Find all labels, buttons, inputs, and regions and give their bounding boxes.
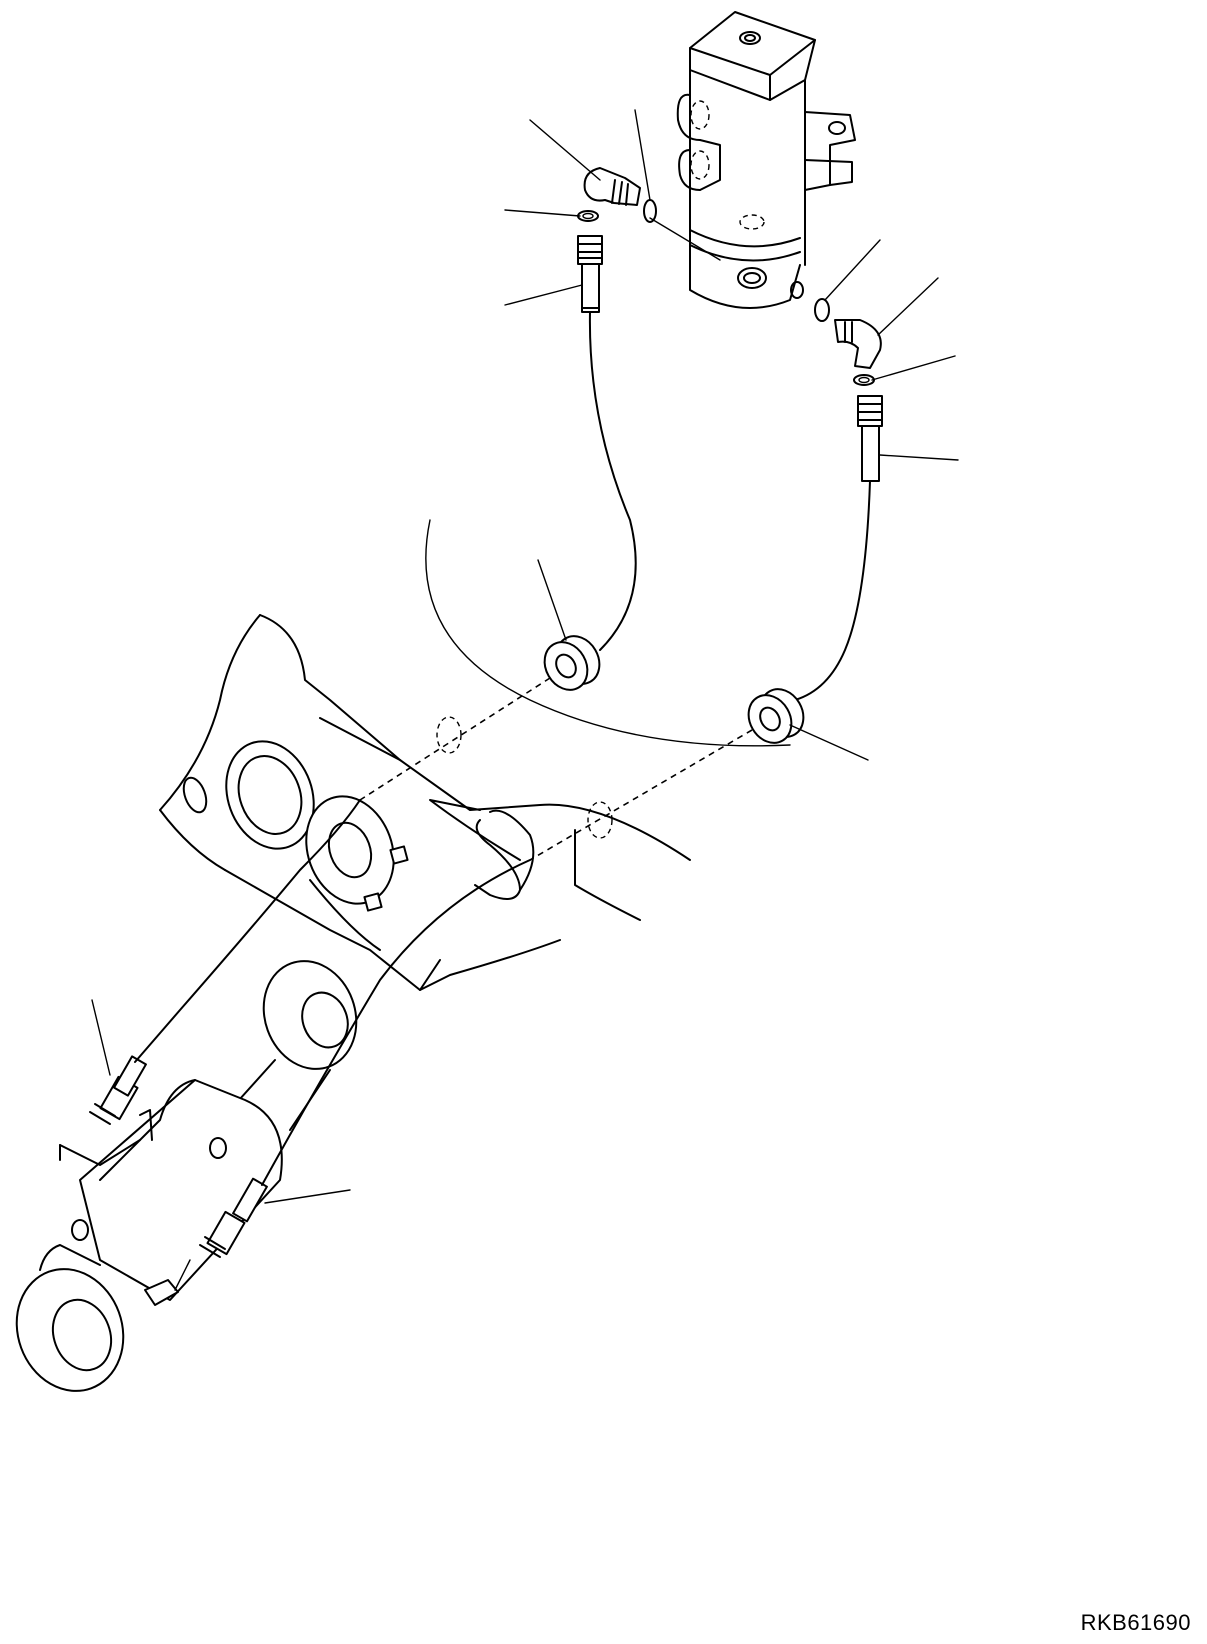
leader-lines — [91, 109, 959, 1204]
boom-frame — [159, 614, 691, 991]
grommet-left — [543, 635, 601, 691]
o-ring-right-lower — [853, 374, 875, 386]
drawing-code-label: RKB61690 — [1080, 1610, 1191, 1635]
boom-reference-arc — [425, 519, 791, 747]
grommet-right — [747, 688, 805, 744]
hose-left — [588, 311, 637, 651]
hose-fitting-right — [857, 395, 883, 482]
cylinder-hose-fitting-lower — [199, 1177, 268, 1258]
hose-right — [794, 480, 871, 701]
cylinder-hose-fitting-upper — [89, 1055, 147, 1125]
elbow-fitting-left — [583, 167, 641, 206]
hose-cylinder-left — [134, 799, 361, 1063]
hose-cylinder-right — [261, 859, 531, 1186]
route-line-right — [529, 729, 753, 861]
o-ring-left-lower — [577, 210, 599, 222]
valve-block — [676, 11, 856, 309]
hydraulic-cylinder — [15, 960, 358, 1392]
hose-fitting-left — [577, 235, 603, 313]
o-ring-right-upper — [814, 298, 830, 322]
route-line-left — [359, 677, 551, 801]
elbow-fitting-right — [834, 319, 882, 369]
